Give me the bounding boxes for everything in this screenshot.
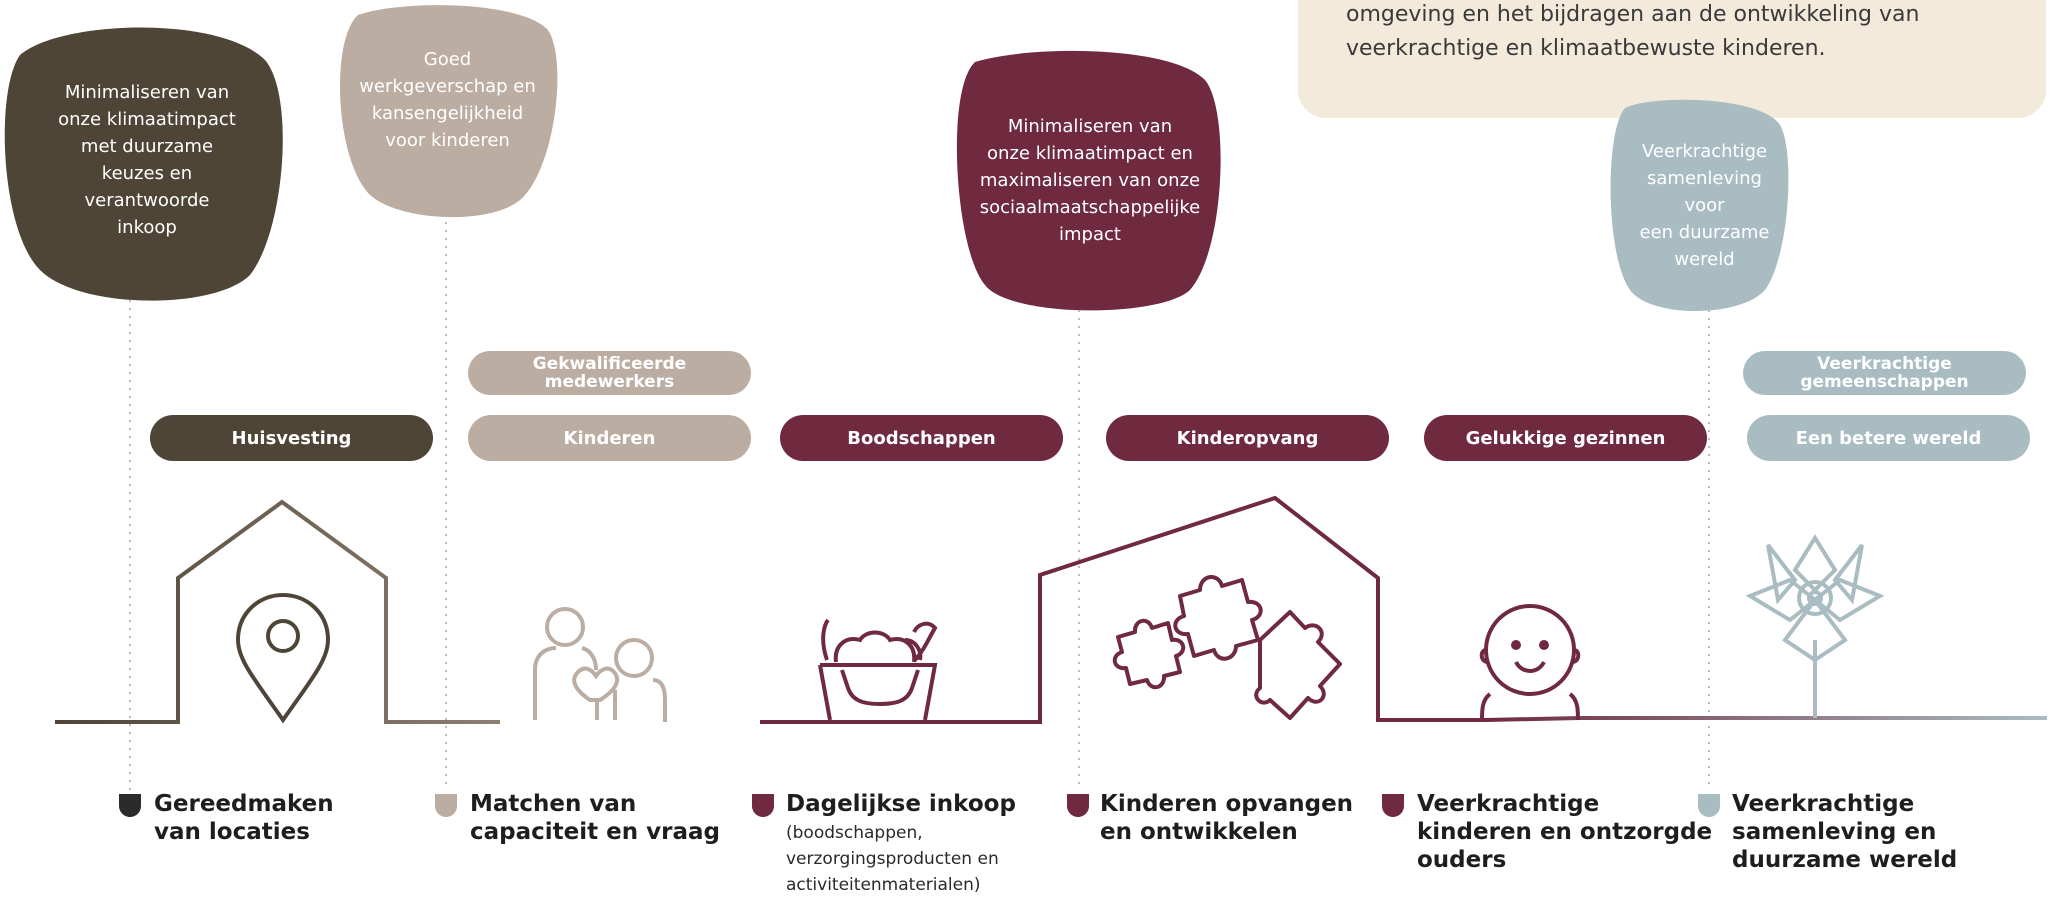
bubble-line: verantwoorde <box>84 190 210 211</box>
food-basket-icon <box>818 618 938 721</box>
timeline-segment <box>1485 716 2047 722</box>
smiling-child-icon <box>1479 604 1581 721</box>
step-title-line: Dagelijkse inkoop <box>786 791 1016 817</box>
intro-callout-line: omgeving en het bijdragen aan de ontwikk… <box>1346 2 1920 27</box>
step-subtitle-line: activiteitenmaterialen) <box>786 875 981 895</box>
step-title-line: Kinderen opvangen <box>1100 791 1354 817</box>
step-title-veerkrachtige-kinderen: Veerkrachtige kinderen en ontzorgde oude… <box>1417 790 1712 874</box>
bubble-line: voor kinderen <box>385 130 510 151</box>
bubble-housing-goal: Minimaliseren van onze klimaatimpact met… <box>22 80 272 240</box>
bubble-line: Minimaliseren van <box>64 82 230 103</box>
step-title-line: en ontwikkelen <box>1100 819 1298 845</box>
bubble-line: werkgeverschap en <box>359 76 536 97</box>
step-title-line: Veerkrachtige <box>1732 791 1915 817</box>
bubble-line: keuzes en <box>101 163 193 184</box>
bubble-society-goal: Veerkrachtige samenleving voor een duurz… <box>1612 141 1797 270</box>
bubble-climate-social-goal: Minimaliseren van onze klimaatimpact en … <box>960 110 1220 250</box>
step-title-line: samenleving en <box>1732 819 1937 845</box>
step-title-line: capaciteit en vraag <box>470 819 720 845</box>
bubble-line: onze klimaatimpact en <box>987 142 1193 164</box>
intro-callout-text: omgeving en het bijdragen aan de ontwikk… <box>1346 0 1986 66</box>
pill-een-betere-wereld: Een betere wereld <box>1747 415 2030 461</box>
puzzle-pieces-icon <box>1112 575 1342 720</box>
pill-veerkrachtige-gemeenschappen: Veerkrachtige gemeenschappen <box>1743 351 2026 395</box>
bubble-line: met duurzame <box>80 136 214 157</box>
bubble-line: Minimaliseren van <box>1007 115 1173 137</box>
bubble-shape-climate-social <box>956 50 1221 311</box>
step-title-gereedmaken: Gereedmaken van locaties <box>154 790 334 846</box>
timeline-segment <box>760 495 1486 724</box>
step-subtitle-dagelijkse-inkoop: (boodschappen, verzorgingsproducten en a… <box>786 820 999 898</box>
step-subtitle-line: (boodschappen, <box>786 823 923 843</box>
step-title-veerkrachtige-samenleving: Veerkrachtige samenleving en duurzame we… <box>1732 790 1957 874</box>
step-title-line: Gereedmaken <box>154 791 334 817</box>
bubble-line: sociaalmaatschappelijke <box>979 196 1201 218</box>
bubble-line: kansengelijkheid <box>371 103 524 124</box>
step-title-line: Veerkrachtige <box>1417 791 1600 817</box>
step-title-line: ouders <box>1417 847 1507 873</box>
bubble-line: inkoop <box>117 217 177 238</box>
bubble-line: maximaliseren van onze <box>979 169 1201 191</box>
step-title-line: duurzame wereld <box>1732 847 1958 873</box>
bubble-line: impact <box>1059 223 1121 245</box>
bubble-shape-employer <box>339 5 558 218</box>
step-title-line: Matchen van <box>470 791 637 817</box>
flower-icon <box>1745 534 1885 718</box>
pill-kinderen: Kinderen <box>468 415 751 461</box>
pill-gelukkige-gezinnen: Gelukkige gezinnen <box>1424 415 1707 461</box>
step-title-matchen: Matchen van capaciteit en vraag <box>470 790 720 846</box>
bubble-line: Goed <box>423 49 472 70</box>
pill-huisvesting: Huisvesting <box>150 415 433 461</box>
people-heart-icon <box>533 607 667 722</box>
bubble-line: Veerkrachtige <box>1641 140 1768 162</box>
bubble-line: samenleving voor <box>1647 167 1762 216</box>
step-title-line: kinderen en ontzorgde <box>1417 819 1713 845</box>
step-title-kinderen-opvangen: Kinderen opvangen en ontwikkelen <box>1100 790 1353 846</box>
pill-boodschappen: Boodschappen <box>780 415 1063 461</box>
timeline-segment <box>55 499 500 724</box>
bubble-line: wereld <box>1674 248 1735 270</box>
intro-callout-line: veerkrachtige en klimaatbewuste kinderen… <box>1346 36 1826 61</box>
step-title-dagelijkse-inkoop: Dagelijkse inkoop <box>786 790 1016 818</box>
bubble-line: een duurzame <box>1639 221 1770 243</box>
intro-callout: omgeving en het bijdragen aan de ontwikk… <box>1298 0 2046 118</box>
location-pin-icon <box>235 592 331 724</box>
bubble-employer-goal: Goed werkgeverschap en kansengelijkheid … <box>340 40 555 160</box>
pill-gekwalificeerde-medewerkers: Gekwalificeerde medewerkers <box>468 351 751 395</box>
step-subtitle-line: verzorgingsproducten en <box>786 849 999 869</box>
bubble-line: onze klimaatimpact <box>58 109 236 130</box>
bubble-shape-society <box>1610 99 1789 312</box>
pill-kinderopvang: Kinderopvang <box>1106 415 1389 461</box>
step-title-line: van locaties <box>154 819 310 845</box>
bubble-shape-housing <box>4 27 283 301</box>
